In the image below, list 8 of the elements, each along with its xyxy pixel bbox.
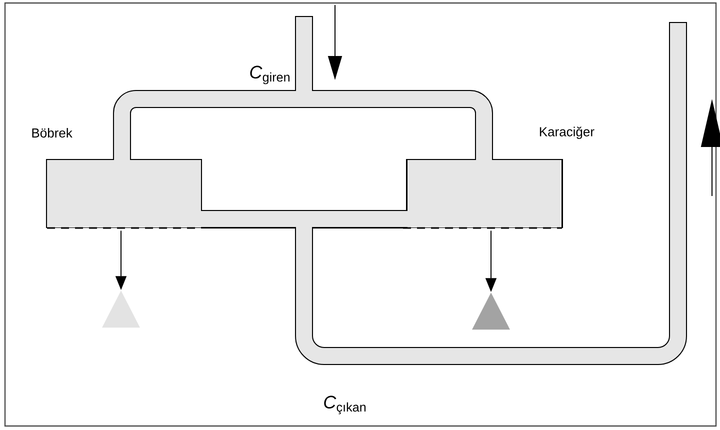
node-label: Böbrek [32, 128, 72, 138]
concentration-label: C$_{giren}$ [250, 66, 290, 84]
node-label: Karaciğer [540, 126, 594, 139]
triangle [472, 292, 510, 330]
organ-block: Böbrek [32, 128, 201, 228]
triangle [102, 290, 140, 328]
concentration-label: C$_{çıkan}$ [324, 396, 366, 414]
organ-block: Karaciğer [408, 126, 594, 228]
